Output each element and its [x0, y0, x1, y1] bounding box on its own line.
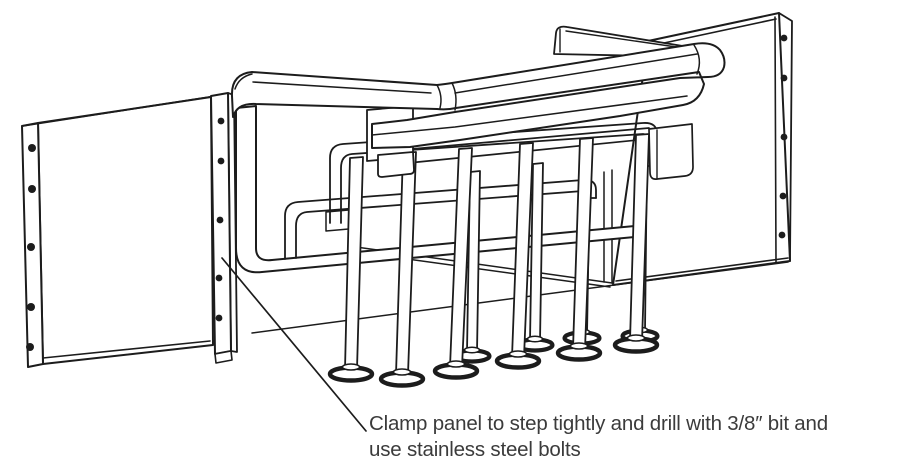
bolt-hole: [27, 303, 35, 311]
leg: [572, 137, 594, 350]
bolt-hole: [28, 144, 36, 152]
right-panel-top-edge: [649, 18, 777, 47]
left-panel-bottom-edge: [42, 340, 211, 359]
top-rail-back-seam: [454, 53, 698, 94]
right-panel-bolt-holes: [778, 34, 788, 239]
leg-collar: [569, 342, 589, 350]
leader-line: [221, 257, 367, 432]
mounting-bar-bolt-holes: [215, 117, 225, 322]
mounting-bar-face: [210, 92, 232, 355]
bolt-hole: [780, 34, 788, 42]
left-panel-bolt-holes: [26, 144, 36, 351]
left-panel: [21, 92, 238, 368]
step-assembly: [230, 25, 789, 388]
top-rail-front-seam: [252, 81, 432, 94]
bolt-hole: [26, 343, 34, 351]
leg-collar: [341, 363, 361, 371]
annotation-line-1: Clamp panel to step tightly and drill wi…: [369, 412, 828, 435]
top-rail-left-corner-seam: [234, 73, 253, 90]
gusset-inner-line: [565, 30, 691, 50]
top-rail-return-seam: [371, 95, 688, 136]
stanchion-collar: [377, 151, 415, 178]
bolt-hole: [780, 74, 788, 82]
mounting-bar-foot: [214, 350, 233, 364]
leg-collar: [446, 360, 466, 368]
bolt-hole: [780, 133, 788, 141]
callout: [221, 257, 367, 432]
right-panel-right-edge: [778, 12, 793, 262]
right-panel-flange-fold: [774, 16, 777, 263]
leg: [529, 162, 544, 342]
top-rail-end-seam: [693, 44, 701, 75]
annotation-text: Clamp panel to step tightly and drill wi…: [369, 411, 894, 463]
top-rail-elbow-seam: [436, 84, 442, 109]
leg-collar: [463, 346, 481, 354]
bolt-hole: [215, 314, 223, 322]
front-legs: [327, 133, 660, 388]
leg-collar: [508, 350, 528, 358]
bolt-hole: [215, 274, 223, 282]
left-panel-face: [37, 96, 214, 365]
leg-collar: [392, 368, 412, 376]
bolt-hole: [27, 243, 35, 251]
bolt-hole: [217, 157, 225, 165]
leg: [344, 156, 364, 370]
legs: [327, 133, 660, 388]
fascia-top-line: [411, 127, 650, 150]
bolt-hole: [778, 231, 786, 239]
leg-collar: [526, 335, 544, 343]
bolt-hole: [28, 185, 36, 193]
middle-rail-outer: [284, 179, 597, 260]
bolt-hole: [217, 117, 225, 125]
top-rail-elbow-seam2: [451, 82, 457, 111]
left-mounting-bar: [210, 92, 238, 364]
bolt-hole: [216, 216, 224, 224]
annotation-line-2: use stainless steel bolts: [369, 438, 581, 461]
fascia-end-tab: [648, 123, 694, 180]
leg-collar: [626, 334, 646, 342]
top-rail: [230, 42, 726, 149]
bolt-hole: [779, 192, 787, 200]
leg: [395, 151, 417, 375]
